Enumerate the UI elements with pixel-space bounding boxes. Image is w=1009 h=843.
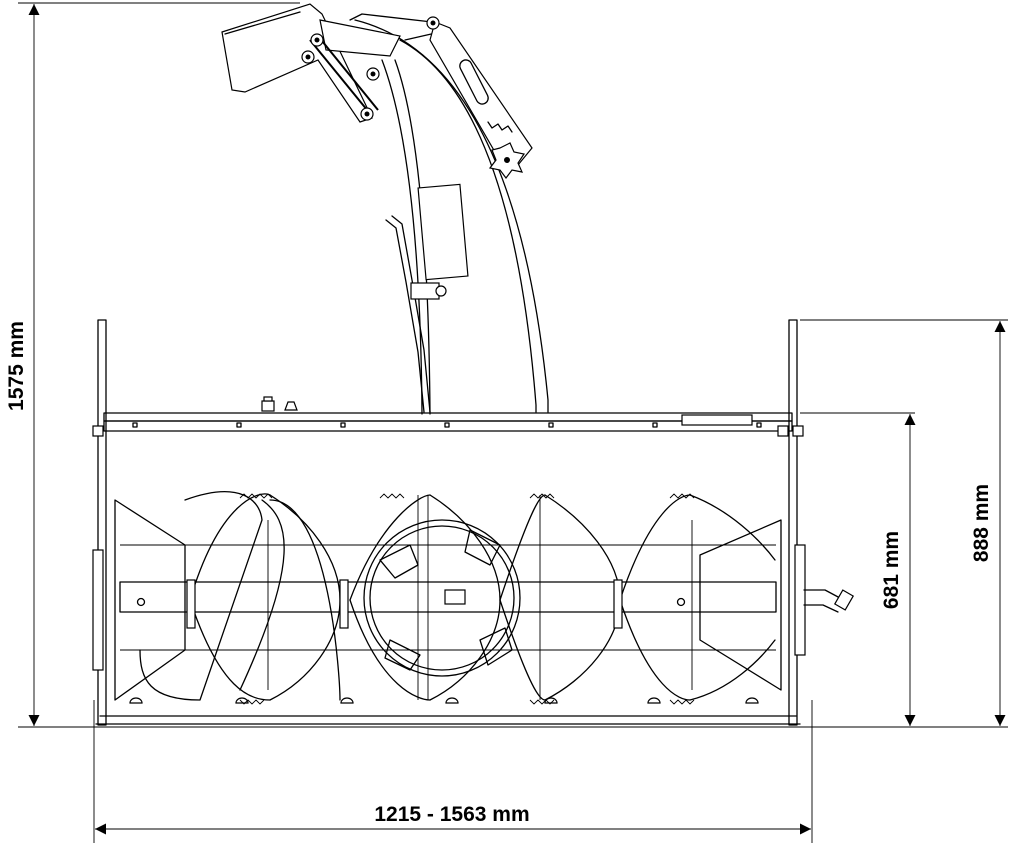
- housing-height-label: 681 mm: [880, 531, 903, 609]
- auger-spirals: [114, 491, 782, 705]
- discharge-chute: [221, 3, 549, 415]
- dimension-lines: [18, 2, 1008, 843]
- working-width-label: 1215 - 1563 mm: [374, 803, 529, 826]
- top-rail-holes: [132, 422, 762, 428]
- overall-height-label: 1575 mm: [5, 321, 28, 411]
- side-plate-height-label: 888 mm: [970, 484, 993, 562]
- skid-bumps: [129, 697, 759, 704]
- auger-housing: [92, 319, 855, 726]
